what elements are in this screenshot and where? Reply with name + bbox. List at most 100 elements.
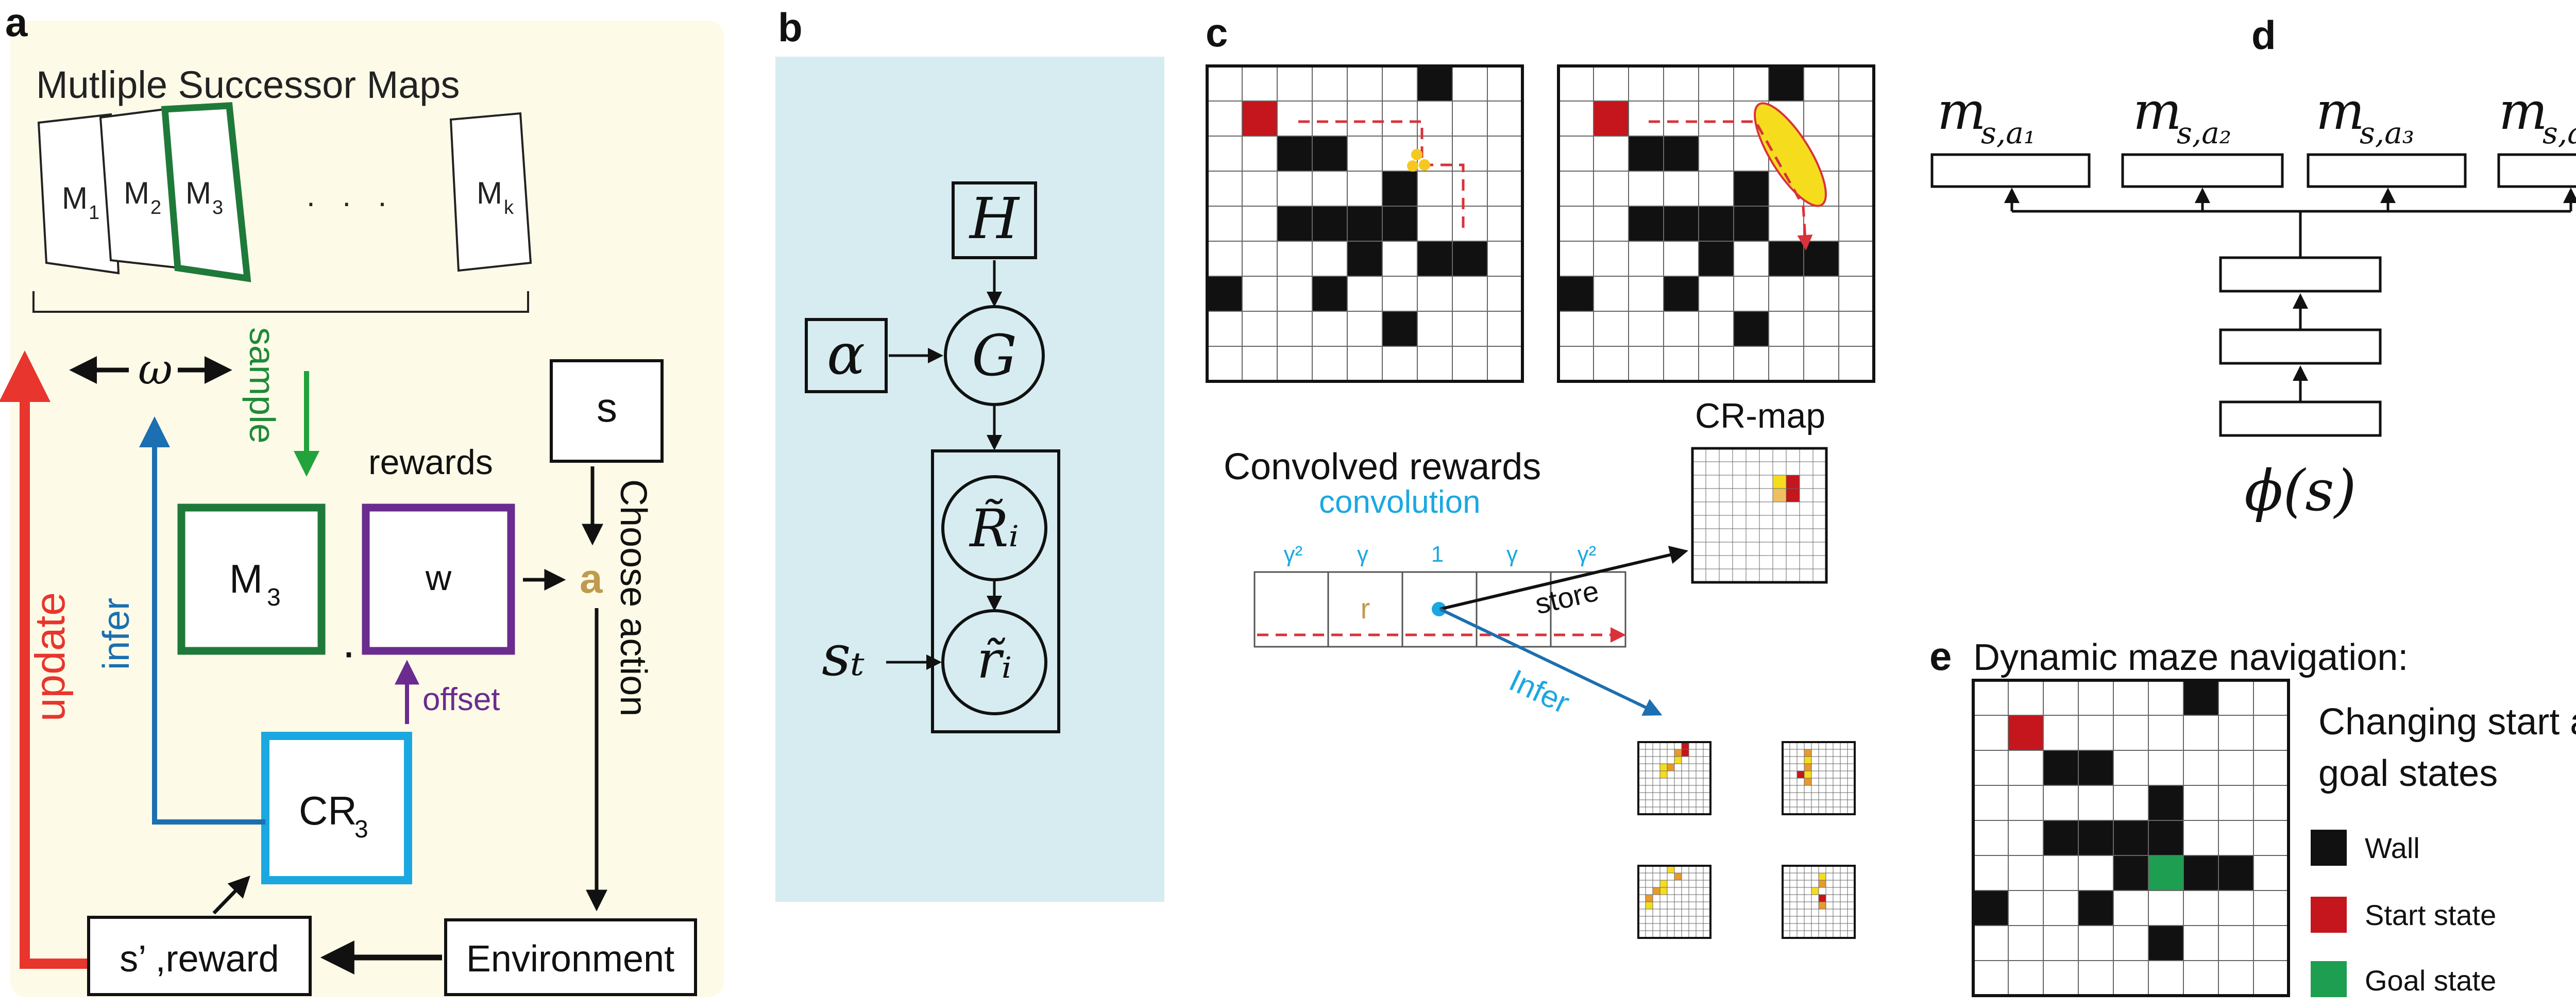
convolution-label: convolution (1319, 484, 1481, 520)
head-box-1 (1930, 153, 2091, 188)
legend-start-swatch (2311, 897, 2347, 933)
grid-cell (1277, 206, 1312, 241)
node-r-tilde-lower-label: r̃ᵢ (977, 630, 1012, 690)
panel-e-subtitle-1: Changing start and (2318, 701, 2576, 743)
grid-cell (1417, 241, 1452, 276)
head-label-3: m s,a₃ (2316, 81, 2414, 150)
grid-cell (2113, 820, 2148, 855)
grid-cell (1819, 880, 1826, 887)
head-label-1: m s,a₁ (1937, 81, 2036, 150)
svg-text:s,a₃: s,a₃ (2360, 115, 2414, 150)
environment-label: Environment (466, 938, 674, 980)
grid-cell (1629, 136, 1664, 171)
grid-cell (1804, 757, 1811, 764)
reward-to-cr3-arrow (212, 875, 250, 915)
sample-label: sample (242, 327, 282, 444)
grid-cell (1674, 749, 1682, 757)
grid-cell (2183, 855, 2218, 891)
grid-cell (1734, 171, 1769, 206)
grid-cell (1804, 764, 1811, 771)
head-label-2: m s,a₂ (2133, 81, 2231, 150)
svg-text:k: k (504, 197, 514, 219)
grid-cell (1699, 241, 1734, 276)
gamma-label: γ (1506, 542, 1518, 567)
svg-text:3: 3 (212, 197, 223, 219)
grid-cell (1312, 276, 1347, 311)
grid-cell (1382, 311, 1417, 346)
panel-a-letter: a (5, 0, 28, 45)
grid-cell (1277, 136, 1312, 171)
grid-cell (1653, 887, 1660, 895)
gamma-label: γ (1357, 542, 1368, 567)
omega-symbol: ω (138, 345, 173, 394)
state-t-label: sₜ (822, 623, 865, 688)
grid-cell (1347, 206, 1382, 241)
grid-cell (1682, 749, 1689, 757)
maze-1-marker (1411, 149, 1422, 160)
svg-text:1: 1 (89, 202, 99, 224)
grid-cell (1664, 206, 1699, 241)
state-box (550, 359, 664, 463)
phi-label: ϕ(s) (2244, 458, 2356, 524)
node-r-tilde-upper (941, 475, 1047, 581)
grid-cell (1417, 66, 1452, 101)
grid-cell (1773, 489, 1786, 502)
panel-e: e Dynamic maze navigation: Changing star… (1929, 633, 2576, 997)
current-state-dot (1432, 602, 1446, 616)
update-label: update (27, 592, 74, 721)
cr-map-grid (1691, 447, 1828, 584)
map-card-m3: M 3 (161, 102, 251, 282)
maze-2 (1557, 64, 1875, 383)
grid-cell (2183, 680, 2218, 715)
grid-cell (1312, 136, 1347, 171)
svg-text:M: M (62, 181, 88, 215)
plate (931, 449, 1060, 733)
svg-text:m: m (2316, 81, 2365, 141)
head-box-4 (2497, 153, 2576, 188)
infer-label-c: Infer (1504, 663, 1575, 720)
panel-c-letter: c (1206, 10, 1228, 55)
gamma-label: γ² (1284, 542, 1303, 567)
grid-cell (2218, 855, 2253, 891)
grid-cell (1786, 489, 1800, 502)
infer-label: infer (96, 598, 137, 670)
gamma-row: γ² γ 1 γ γ² (1284, 542, 1597, 567)
svg-text:s,a₁: s,a₁ (1981, 115, 2036, 150)
grid-cell (2008, 715, 2043, 750)
w-label: w (425, 558, 452, 598)
grid-cell (2078, 820, 2113, 855)
panel-b-letter: b (778, 5, 803, 50)
legend-start-label: Start state (2365, 899, 2496, 931)
grid-cell (1667, 866, 1674, 873)
grid-cell (1646, 902, 1653, 909)
maze-1-marker (1407, 160, 1418, 172)
legend-wall-swatch (2311, 830, 2347, 866)
gamma-label: γ² (1578, 542, 1597, 567)
svg-text:s,a₄: s,a₄ (2543, 115, 2576, 150)
hidden-layer-1 (2219, 400, 2382, 437)
next-state-reward-box (87, 916, 312, 996)
grid-cell (2148, 785, 2183, 820)
node-alpha (805, 318, 888, 393)
grid-cell (2043, 750, 2078, 785)
panel-e-subtitle-2: goal states (2318, 753, 2498, 794)
maze-2-ellipse (1754, 102, 1827, 207)
grid-cell (1558, 276, 1594, 311)
grid-cell (1660, 764, 1667, 771)
grid-cell (1699, 206, 1734, 241)
environment-box (444, 918, 697, 996)
grid-cell (1769, 241, 1804, 276)
rewards-label: rewards (368, 443, 493, 482)
grid-cell (1660, 880, 1667, 887)
grid-cell (1773, 475, 1786, 489)
maze-1-path (1298, 120, 1465, 234)
grid-cell (1382, 171, 1417, 206)
grid-cell (1312, 206, 1347, 241)
grid-cell (1347, 241, 1382, 276)
infer-arrow-c (1439, 608, 1663, 716)
inferred-map-3 (1637, 865, 1711, 939)
svg-text:m: m (1937, 81, 1986, 141)
grid-cell (2078, 750, 2113, 785)
inferred-map-4 (1782, 865, 1856, 939)
panel-b: b H G α R̃ᵢ r̃ᵢ sₜ (775, 5, 1164, 902)
